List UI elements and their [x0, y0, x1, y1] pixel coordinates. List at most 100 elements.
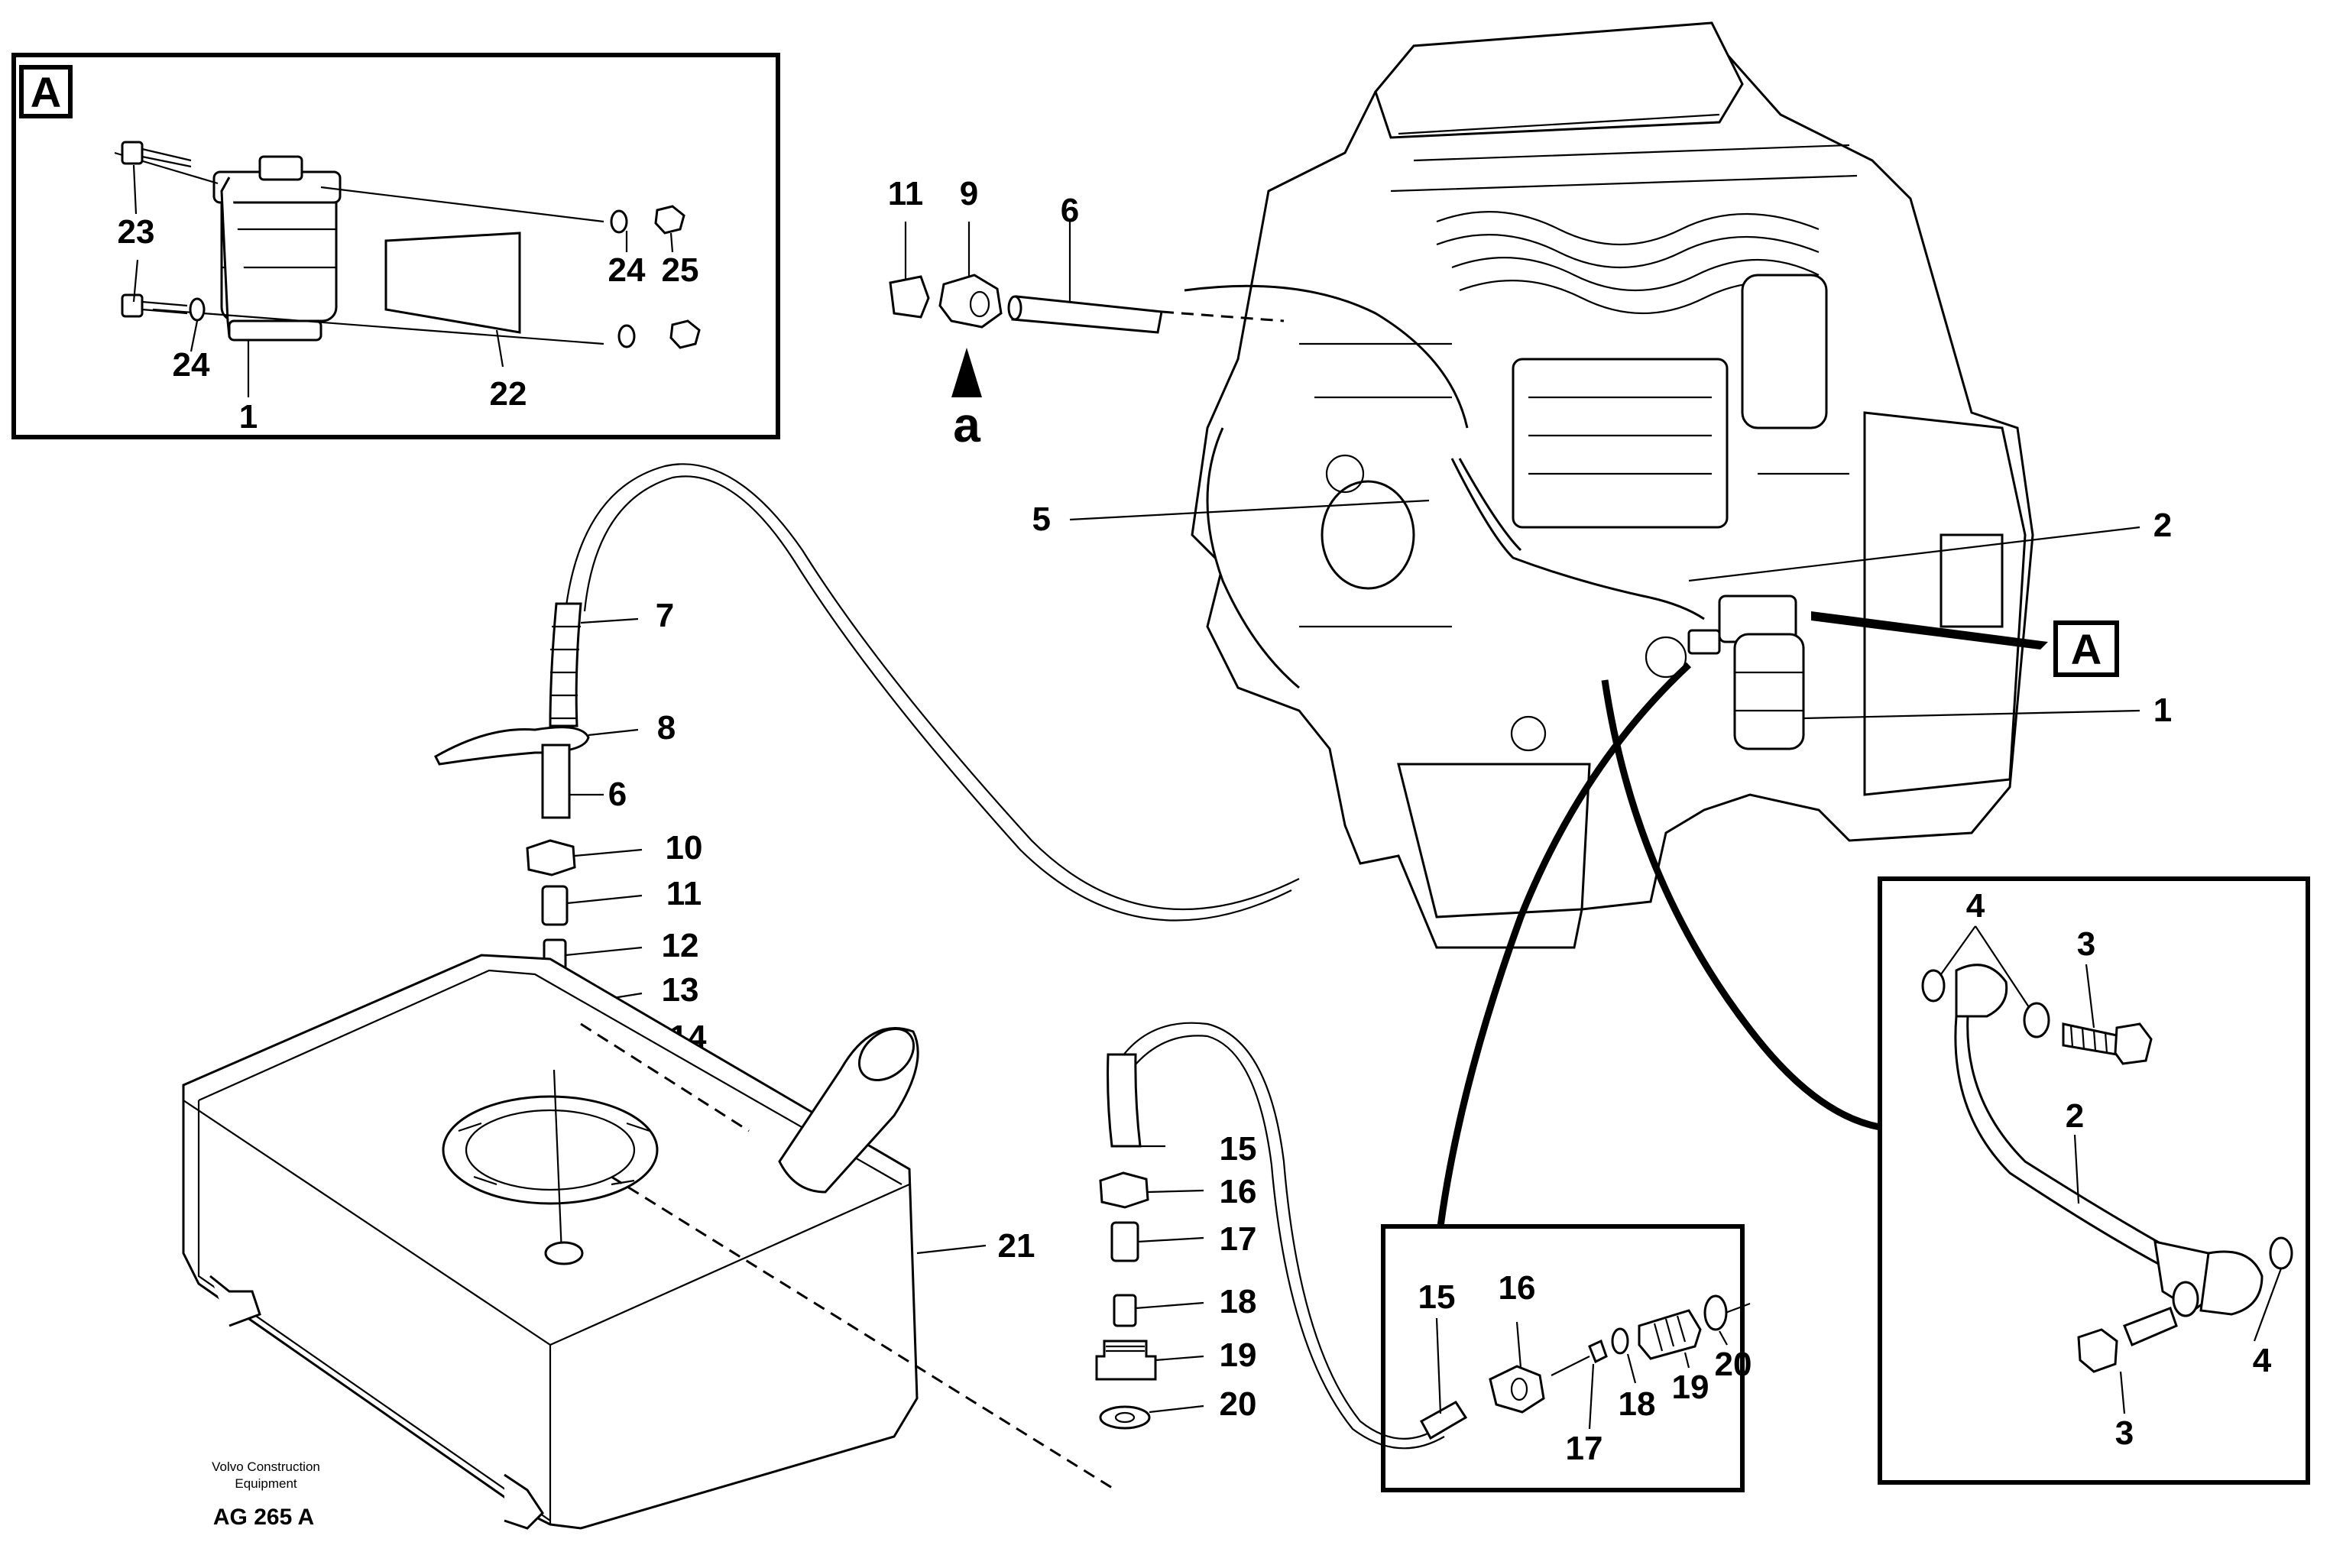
detail-a-callout-24-right: 24 [608, 251, 646, 289]
view-a-letter: a [953, 397, 980, 452]
view-a-callout-11: 11 [888, 175, 924, 212]
connector-nut [1489, 1365, 1545, 1414]
feed-callout-7: 7 [656, 597, 674, 634]
engine-callout-1: 1 [2153, 692, 2172, 729]
banjo-washer-top-left [1921, 969, 1946, 1003]
connector-callout-17: 17 [1566, 1430, 1603, 1467]
connector-hose-end [1419, 1401, 1468, 1440]
detail-connector-frame [1381, 1224, 1745, 1492]
engine-oil-pan [1397, 763, 1591, 918]
view-a-callout-6: 6 [1061, 192, 1079, 229]
detail-connector-panel: 15 16 17 18 19 20 [1381, 662, 1752, 1492]
return-line-assembly: 15 16 17 18 19 20 [1095, 1022, 1445, 1450]
banjo-eye-bottom [2199, 1250, 2264, 1316]
tank-body [182, 954, 919, 1530]
detail-a-washer-left [189, 297, 206, 322]
return-callout-17: 17 [1220, 1220, 1257, 1258]
drawing-footer: Volvo Construction Equipment AG 265 A [212, 1459, 320, 1530]
detail-a-nut-bottom [669, 319, 701, 349]
return-nut [1099, 1171, 1149, 1209]
connector-callout-16: 16 [1499, 1269, 1536, 1307]
feed-hose [549, 602, 582, 727]
view-a-callout-9: 9 [960, 175, 978, 212]
engine-filter-a [1687, 594, 1805, 750]
detail-a-bolt-top [121, 141, 192, 168]
return-callout-20: 20 [1220, 1385, 1257, 1423]
banjo-bolt-bottom-shank [2123, 1307, 2178, 1346]
connector-callout-20: 20 [1715, 1346, 1752, 1383]
engine-valve-cover [1374, 21, 1744, 139]
feed-callout-13: 13 [662, 971, 699, 1009]
detail-a-frame [11, 53, 780, 439]
feed-callout-12: 12 [662, 927, 699, 964]
engine-pulley [1321, 480, 1415, 590]
return-sleeve [1113, 1294, 1137, 1327]
engine-mounted-filter [1741, 274, 1828, 429]
view-a-fittings: 11 9 6 a [888, 175, 1163, 452]
connector-callout-15: 15 [1418, 1278, 1456, 1316]
connector-callout-18: 18 [1619, 1385, 1656, 1423]
detail-banjo-panel: 4 3 2 4 3 [1601, 679, 2310, 1485]
feed-nipple [541, 885, 569, 926]
detail-banjo-frame [1878, 876, 2310, 1485]
banjo-washer-bottom-left [2172, 1281, 2199, 1317]
banjo-callout-3-top: 3 [2077, 925, 2095, 963]
tank-callout-21: 21 [998, 1227, 1035, 1265]
detail-a-bolt-bottom [121, 293, 188, 318]
return-nipple [1110, 1221, 1139, 1262]
engine-callout-2: 2 [2153, 507, 2172, 544]
footer-drawing-code: AG 265 A [213, 1505, 314, 1530]
engine-pointer-arrow [1811, 611, 2048, 650]
feed-nut [526, 839, 576, 876]
detail-a-panel: A [11, 53, 780, 439]
banjo-callout-4-bottom: 4 [2253, 1342, 2272, 1379]
engine-callout-5: 5 [1032, 501, 1051, 538]
feed-callout-8: 8 [657, 709, 676, 747]
detail-a-bracket [384, 232, 521, 334]
engine-a-label: A [2071, 625, 2102, 673]
tank-pickup [544, 1241, 584, 1265]
connector-nipple [1588, 1339, 1608, 1364]
footer-company-line1: Volvo Construction [212, 1459, 320, 1474]
detail-a-callout-1: 1 [239, 398, 258, 436]
detail-a-callout-22: 22 [490, 375, 527, 413]
return-callout-19: 19 [1220, 1336, 1257, 1374]
connector-washer [1703, 1294, 1728, 1331]
banjo-eye-top [1955, 964, 2008, 1018]
banjo-bolt-bottom-head [2077, 1328, 2118, 1373]
return-callout-18: 18 [1220, 1283, 1257, 1320]
detail-a-callout-24-left: 24 [173, 346, 210, 384]
detail-a-washer-bottom [617, 324, 636, 348]
detail-a-label-box [19, 65, 73, 118]
view-a-nipple [889, 275, 930, 319]
feed-callout-6: 6 [608, 776, 627, 813]
view-a-arrow [951, 348, 982, 397]
engine-a-label-box [2053, 620, 2119, 677]
connector-sleeve [1611, 1327, 1629, 1355]
view-a-pipe [1011, 295, 1163, 334]
detail-a-fuel-filter [212, 155, 342, 342]
detail-a-callout-23: 23 [118, 213, 155, 251]
connector-callout-19: 19 [1672, 1369, 1709, 1406]
banjo-washer-top-right [2023, 1002, 2050, 1038]
feed-callout-11: 11 [666, 875, 702, 912]
return-callout-16: 16 [1220, 1173, 1257, 1210]
banjo-callout-4-top: 4 [1966, 887, 1985, 925]
banjo-callout-2: 2 [2066, 1097, 2084, 1135]
detail-a-washer-top [610, 209, 628, 234]
engine-injection-pump [1512, 358, 1729, 529]
detail-a-label: A [31, 68, 61, 116]
detail-a-nut-top [654, 205, 685, 235]
tank-sender-flange [442, 1095, 659, 1205]
banjo-bolt-top-head [2114, 1022, 2153, 1065]
engine-housing-plate [1940, 533, 2004, 628]
return-callout-15: 15 [1220, 1130, 1257, 1168]
feed-clamp [434, 726, 590, 766]
footer-company-line2: Equipment [235, 1476, 297, 1491]
fuel-tank: 21 [182, 954, 1116, 1530]
return-hose [1107, 1053, 1142, 1148]
feed-callout-10: 10 [666, 829, 703, 867]
return-washer [1099, 1405, 1151, 1430]
banjo-washer-bottom-right [2269, 1236, 2293, 1270]
